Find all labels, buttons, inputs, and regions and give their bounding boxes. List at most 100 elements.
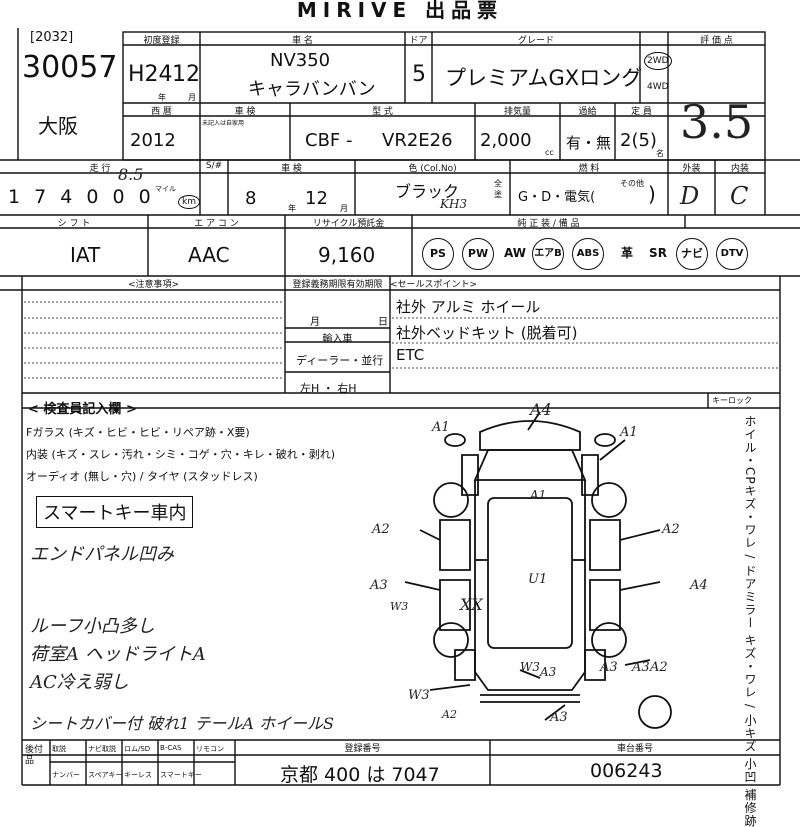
label-first-reg: 初度登録 bbox=[143, 36, 180, 46]
equipment-7: ナビ bbox=[676, 238, 708, 270]
inspector-note-2: ルーフ小凸多し bbox=[30, 616, 155, 637]
label-reg-no: 登録番号 bbox=[344, 744, 381, 754]
label-capacity: 定 員 bbox=[631, 107, 652, 117]
footer-item-0: 取説 bbox=[52, 745, 66, 753]
side-notes: ホイル・CPキズ・ワレ / ドアミラー キズ・ワレ / 小キズ 小凹 補修跡 bbox=[743, 415, 757, 827]
color-value: ブラック bbox=[395, 182, 460, 201]
chassis-number: 006243 bbox=[590, 760, 663, 782]
label-mileage: 走 行 bbox=[89, 164, 111, 174]
era-value: H24 bbox=[128, 62, 173, 87]
exterior-score: D bbox=[680, 182, 700, 210]
drive-4wd: 4WD bbox=[647, 82, 669, 92]
label-grade: グレード bbox=[517, 36, 554, 46]
label-chassis-no: 車台番号 bbox=[616, 744, 653, 754]
displacement-value: 2,000 bbox=[480, 130, 532, 151]
diagram-mark-15: A2 bbox=[442, 708, 457, 721]
doors-value: 5 bbox=[412, 62, 426, 87]
label-doors: ドア bbox=[409, 36, 428, 46]
car-diagram bbox=[404, 411, 672, 729]
equipment-2: AW bbox=[504, 246, 526, 260]
equipment-5: 革 bbox=[620, 246, 633, 260]
shaken-year-unit: 年 bbox=[288, 204, 296, 213]
label-western: 西 暦 bbox=[151, 107, 172, 117]
footer-item-2-2: キーレス bbox=[124, 771, 152, 779]
diagram-mark-8: A4 bbox=[690, 578, 708, 593]
diagram-mark-7: U1 bbox=[528, 572, 548, 587]
shaken-year: 8 bbox=[245, 188, 257, 209]
footer-item-1: ナビ取説 bbox=[88, 745, 116, 753]
car-name-en: NV350 bbox=[270, 50, 331, 71]
model-prefix: CBF - bbox=[305, 130, 353, 151]
reg-number: 京都 400 は 7047 bbox=[280, 764, 440, 786]
shaken-month: 12 bbox=[305, 188, 328, 209]
label-keylock: キーロック bbox=[712, 396, 752, 405]
equipment-4: ABS bbox=[572, 238, 604, 270]
label-turbo: 過給 bbox=[578, 107, 597, 117]
month-value: 12 bbox=[172, 62, 200, 87]
label-color: 色 (Col.No) bbox=[408, 164, 457, 174]
label-interior: 内装 bbox=[730, 164, 749, 174]
inspector-line-3: オーディオ (無し・穴) / タイヤ (スタッドレス) bbox=[26, 470, 258, 483]
label-reg-date: 登録義務期限有効期限 bbox=[292, 280, 383, 290]
diagram-mark-10: XX bbox=[460, 595, 483, 614]
mileage-hand: 8.5 bbox=[118, 165, 144, 184]
import-handle: 左H ・ 右H bbox=[300, 382, 357, 395]
shaken-month-unit: 月 bbox=[340, 204, 348, 213]
footer-item-4: リモコン bbox=[196, 745, 224, 753]
reg-month-unit: 月 bbox=[310, 317, 320, 328]
label-import: 輸入車 bbox=[322, 334, 353, 345]
label-shift: シ フ ト bbox=[57, 219, 91, 229]
footer-item-2: ロム/SD bbox=[124, 745, 151, 753]
inspector-note-1: エンドパネル凹み bbox=[30, 544, 174, 565]
diagram-mark-12: A2 bbox=[650, 660, 668, 675]
label-shaken: 車 検 bbox=[281, 164, 302, 174]
diagram-mark-13: W3 bbox=[408, 688, 430, 703]
label-eval: 評 価 点 bbox=[700, 36, 733, 46]
interior-score: C bbox=[730, 182, 749, 210]
eval-score: 3.5 bbox=[680, 95, 754, 149]
label-meter: S/# bbox=[205, 161, 223, 171]
capacity-value: 2(5) bbox=[620, 130, 657, 151]
inspection-note: 未記入は自家用 bbox=[202, 120, 245, 127]
label-aircon: エ ア コ ン bbox=[194, 219, 239, 229]
shift-value: IAT bbox=[70, 243, 101, 267]
diagram-mark-3: A1 bbox=[530, 488, 547, 502]
diagram-mark-6: A3 bbox=[370, 578, 388, 593]
diagram-mark-9: W3 bbox=[390, 600, 409, 613]
diagram-mark-4: A2 bbox=[372, 522, 390, 537]
month-unit: 月 bbox=[188, 93, 196, 102]
color-note: 全塗 bbox=[494, 179, 502, 199]
label-inspection: 車 検 bbox=[234, 107, 256, 117]
equipment-8: DTV bbox=[716, 238, 748, 270]
diagram-mark-5: A2 bbox=[662, 522, 680, 537]
form-title: MIRIVE 出品票 bbox=[296, 0, 504, 22]
label-car-name: 車 名 bbox=[292, 36, 313, 46]
footer-item-2-0: ナンバー bbox=[52, 771, 80, 779]
diagram-mark-2: A1 bbox=[432, 420, 450, 435]
inspector-note-3: 荷室A ヘッドライトA bbox=[30, 644, 206, 665]
equipment-3: エアB bbox=[532, 238, 564, 270]
footer-item-2-3: スマートキー bbox=[160, 771, 202, 779]
color-code: KH3 bbox=[440, 197, 468, 211]
label-equipment: 純 正 装 / 備 品 bbox=[517, 219, 580, 229]
recycle-value: 9,160 bbox=[318, 243, 376, 267]
reg-day-unit: 日 bbox=[378, 317, 388, 328]
diagram-mark-1: A1 bbox=[620, 425, 638, 440]
equipment-6: SR bbox=[649, 246, 667, 260]
aircon-value: AAC bbox=[188, 243, 230, 267]
import-dealer: ディーラー・並行 bbox=[296, 354, 384, 367]
label-sales: <セールスポイント> bbox=[390, 280, 478, 290]
lot-code: [2032] bbox=[30, 30, 74, 45]
grade-value: プレミアムGXロング bbox=[445, 66, 643, 90]
diagram-mark-14: A3 bbox=[540, 665, 557, 679]
sales-point-1: 社外 アルミ ホイール bbox=[396, 298, 541, 316]
inspector-note-4: AC冷え弱し bbox=[30, 672, 129, 693]
diagram-mark-11: A3 bbox=[632, 660, 650, 675]
label-notes: <注意事項> bbox=[127, 280, 180, 290]
cc-unit: cc bbox=[545, 148, 554, 157]
drive-2wd: 2WD bbox=[644, 52, 672, 70]
venue: 大阪 bbox=[38, 114, 78, 138]
diagram-mark-17: A3 bbox=[550, 710, 568, 725]
inspector-note-5: シートカバー付 破れ1 テールA ホイールS bbox=[30, 714, 334, 733]
label-recycle: リサイクル預託金 bbox=[312, 219, 385, 229]
